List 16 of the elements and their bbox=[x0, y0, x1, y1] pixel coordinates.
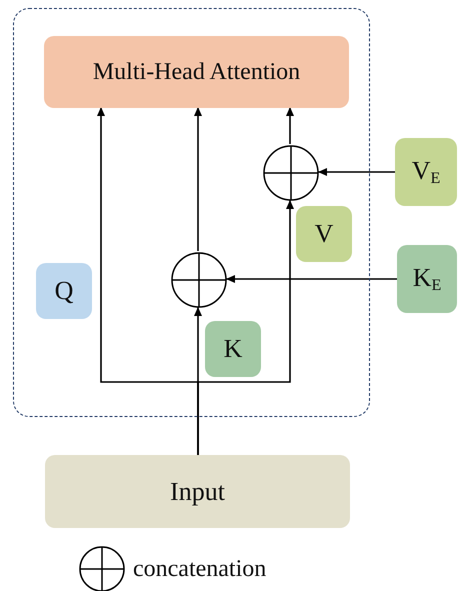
legend-label: concatenation bbox=[133, 556, 266, 582]
concatenation-symbol bbox=[263, 145, 319, 201]
arrow bbox=[318, 168, 395, 176]
arrow bbox=[194, 107, 202, 251]
embedding-box: K$_{E}$ bbox=[397, 245, 457, 313]
embedding-box: V$_{E}$ bbox=[395, 138, 457, 206]
arrow bbox=[197, 200, 294, 455]
arrow bbox=[226, 275, 397, 283]
key-box: K bbox=[205, 321, 261, 377]
input-block: Input bbox=[45, 455, 350, 528]
dashed-group-frame bbox=[13, 8, 370, 417]
query-box: Q bbox=[36, 263, 92, 319]
value-box: V bbox=[296, 206, 352, 262]
attention-block: Multi-Head Attention bbox=[44, 36, 349, 108]
arrow bbox=[286, 107, 294, 144]
concatenation-symbol bbox=[171, 252, 227, 308]
